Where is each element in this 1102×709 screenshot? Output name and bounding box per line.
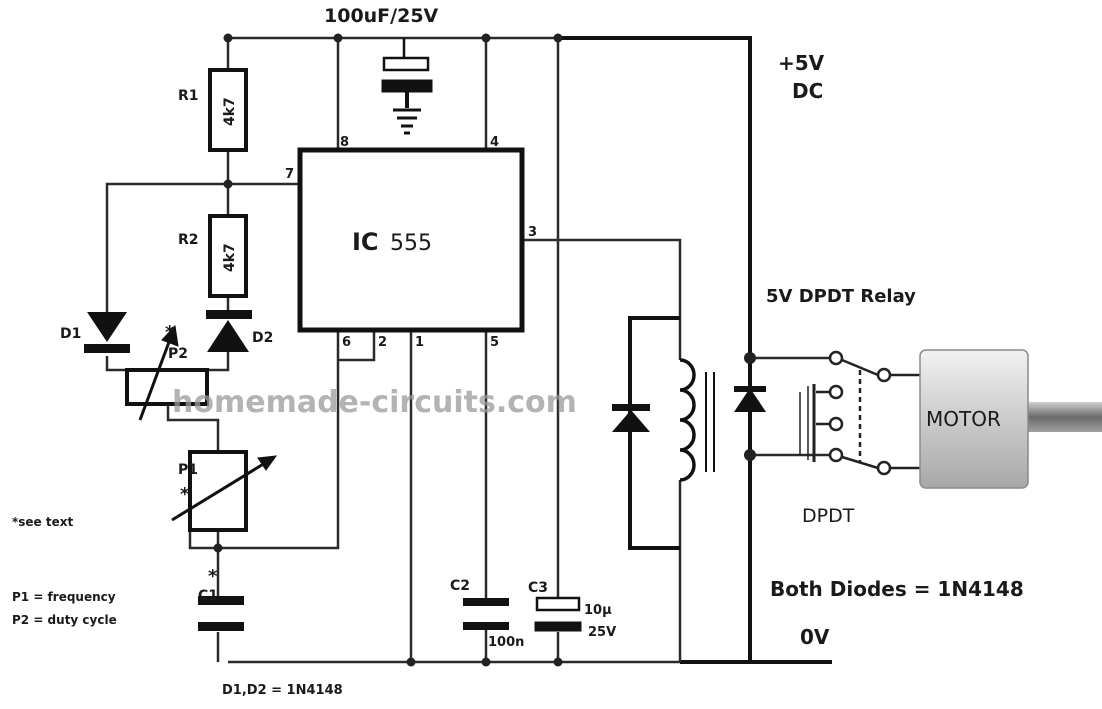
diode-d1 (84, 312, 130, 353)
c1-label: C1 (198, 588, 218, 604)
supply-diode (734, 386, 766, 412)
c3-voltage: 25V (588, 625, 616, 640)
diode-note: D1,D2 = 1N4148 (222, 683, 343, 698)
r2-name: R2 (178, 232, 199, 248)
ic-prefix: IC (352, 228, 379, 256)
dpdt-label: DPDT (802, 505, 855, 527)
junctions (213, 33, 756, 667)
diodes-note: Both Diodes = 1N4148 (770, 577, 1024, 601)
diode-d2 (206, 310, 252, 352)
c2-label: C2 (450, 578, 470, 594)
motor-image (919, 349, 1102, 489)
pin-6: 6 (342, 335, 351, 350)
p1-label: P1 (178, 462, 198, 478)
resistor-r1 (208, 68, 248, 152)
wires (105, 36, 832, 664)
pin-1: 1 (415, 335, 424, 350)
d2-label: D2 (252, 330, 273, 346)
p2-label: P2 (168, 346, 188, 362)
pin-5: 5 (490, 335, 499, 350)
dpdt-switch (799, 350, 922, 476)
p2-note: P2 = duty cycle (12, 613, 117, 627)
pin-4: 4 (490, 135, 499, 150)
ic-555 (297, 147, 525, 333)
labels: 100uF/25V +5V DC 5V DPDT Relay Both Diod… (12, 5, 1024, 698)
c1-star: * (208, 566, 218, 587)
supply-gnd-label: 0V (800, 625, 830, 649)
supply-dc-label: DC (792, 79, 823, 103)
relay-label: 5V DPDT Relay (766, 286, 916, 307)
capacitor-c3 (534, 596, 582, 632)
see-text-note: *see text (12, 515, 73, 529)
supply-positive-label: +5V (778, 51, 825, 75)
r1-name: R1 (178, 88, 199, 104)
potentiometer-p2 (125, 324, 209, 421)
potentiometer-p1 (171, 450, 278, 532)
watermark: homemade-circuits.com (172, 385, 577, 420)
capacitor-c2 (463, 598, 509, 630)
p1-star: * (180, 484, 190, 505)
pin-3: 3 (528, 225, 537, 240)
pin-2: 2 (378, 335, 387, 350)
r1-value: 4k7 (222, 97, 238, 126)
c3-label: C3 (528, 580, 548, 596)
d1-label: D1 (60, 326, 81, 342)
c3-value: 10µ (584, 603, 612, 618)
relay-coil (679, 358, 715, 482)
pin-7: 7 (285, 167, 294, 182)
r2-value: 4k7 (222, 243, 238, 272)
p1-note: P1 = frequency (12, 590, 116, 604)
ic-number: 555 (390, 231, 432, 256)
top-cap-label: 100uF/25V (324, 5, 439, 27)
c2-value: 100n (488, 635, 524, 650)
top-capacitor (381, 38, 433, 135)
motor-label: MOTOR (926, 407, 1001, 431)
capacitor-c1 (198, 596, 244, 631)
resistor-r2 (208, 214, 248, 298)
p2-star: * (165, 322, 175, 343)
flyback-diode (612, 404, 650, 432)
pin-8: 8 (340, 135, 349, 150)
